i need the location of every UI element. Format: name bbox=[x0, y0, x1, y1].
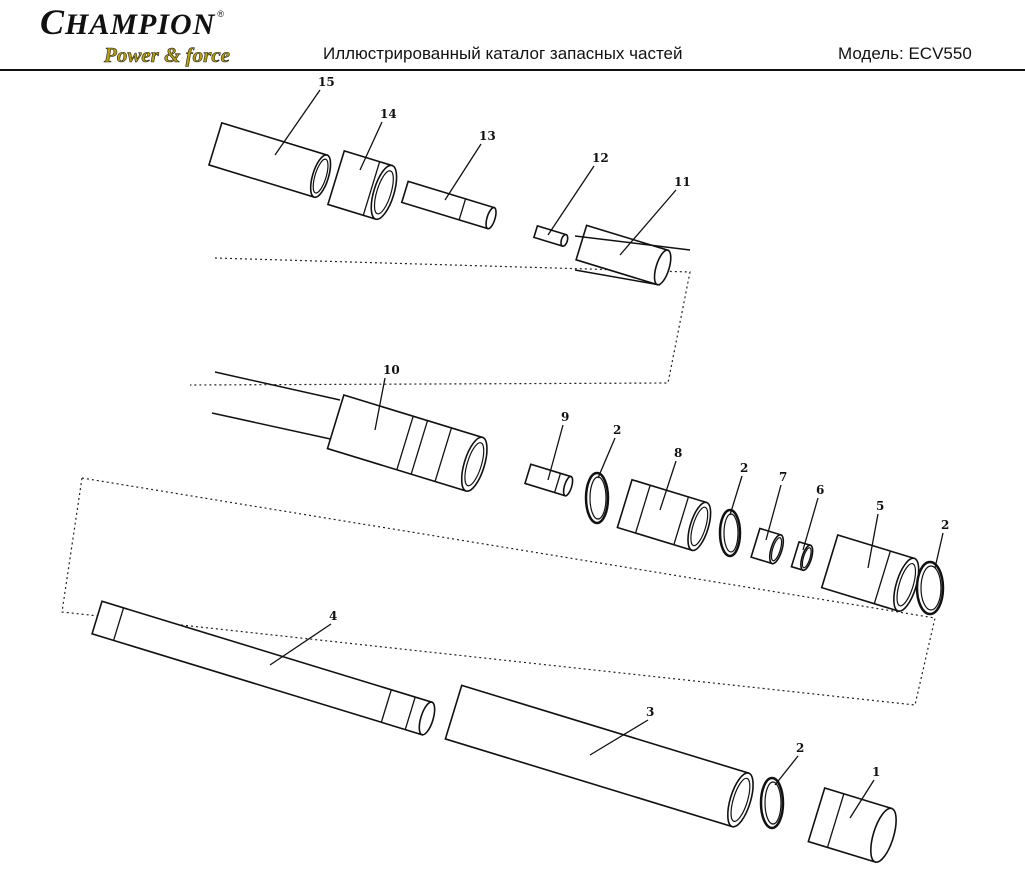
callout-number: 3 bbox=[646, 705, 654, 719]
callout-number: 7 bbox=[779, 470, 787, 484]
callout-leader bbox=[374, 377, 386, 431]
callout-leader bbox=[269, 623, 332, 666]
callout-number: 11 bbox=[674, 175, 691, 189]
callout-number: 12 bbox=[592, 151, 609, 165]
group-frame-upper bbox=[189, 257, 691, 386]
callout-leader bbox=[597, 437, 616, 479]
callout-leader bbox=[444, 143, 482, 201]
callout-number: 13 bbox=[479, 129, 496, 143]
callout-leader bbox=[867, 513, 879, 569]
callout-leader bbox=[849, 779, 875, 819]
hose-line bbox=[574, 235, 691, 251]
callout-number: 6 bbox=[816, 483, 824, 497]
callout-leader bbox=[589, 719, 649, 756]
logo-tagline: Power & force bbox=[104, 43, 231, 68]
callout-leader bbox=[359, 121, 383, 171]
callout-leader bbox=[659, 460, 677, 511]
callout-number: 2 bbox=[740, 461, 748, 475]
part-7-bearing bbox=[750, 527, 785, 565]
callout-number: 1 bbox=[872, 765, 880, 779]
callout-number: 8 bbox=[674, 446, 682, 460]
callout-number: 9 bbox=[561, 410, 569, 424]
part-14-coupling bbox=[326, 149, 398, 221]
callout-leader bbox=[802, 497, 819, 551]
callout-number: 10 bbox=[383, 363, 400, 377]
callout-number: 2 bbox=[613, 423, 621, 437]
part-2-o-ring bbox=[584, 471, 610, 525]
callout-number: 14 bbox=[380, 107, 397, 121]
logo-brand: CHAMPION bbox=[40, 2, 216, 42]
callout-number: 5 bbox=[876, 499, 884, 513]
part-6-washer bbox=[790, 540, 814, 572]
champion-logo: CHAMPION ® Power & force bbox=[40, 2, 280, 68]
part-4-shaft bbox=[91, 600, 436, 736]
callout-leader bbox=[774, 755, 799, 786]
callout-leader bbox=[274, 89, 321, 156]
callout-leader bbox=[934, 532, 944, 569]
hose-line bbox=[574, 269, 661, 286]
part-2-o-ring bbox=[759, 776, 785, 830]
part-10-hose-coupling bbox=[326, 394, 488, 492]
callout-number: 2 bbox=[941, 518, 949, 532]
part-12-shaft-end bbox=[532, 224, 569, 248]
callout-number: 2 bbox=[796, 741, 804, 755]
logo-brand-row: CHAMPION ® bbox=[40, 2, 225, 42]
hose-line bbox=[214, 371, 341, 401]
catalog-title: Иллюстрированный каталог запасных частей bbox=[323, 44, 683, 63]
part-5-sleeve bbox=[820, 534, 920, 612]
part-13-connector bbox=[400, 180, 497, 230]
part-11-hose bbox=[575, 224, 672, 286]
header-divider bbox=[0, 69, 1025, 71]
part-2-o-ring bbox=[915, 560, 945, 616]
hose-line bbox=[211, 412, 336, 441]
part-8-bearing-housing bbox=[616, 478, 712, 552]
callout-leader bbox=[765, 484, 782, 541]
callout-leader bbox=[729, 475, 743, 516]
callout-leader bbox=[547, 165, 595, 236]
part-2-o-ring bbox=[718, 508, 742, 558]
registered-mark: ® bbox=[217, 9, 225, 19]
part-1-tip bbox=[807, 786, 897, 864]
part-9-pin bbox=[523, 463, 574, 497]
part-3-housing-tube bbox=[444, 684, 754, 828]
callout-number: 15 bbox=[318, 75, 335, 89]
group-frame-lower bbox=[61, 477, 936, 706]
callout-number: 4 bbox=[329, 609, 337, 623]
callout-leader bbox=[547, 424, 564, 481]
part-15-outer-tube bbox=[207, 121, 332, 199]
model-label: Модель: ECV550 bbox=[838, 44, 972, 63]
callout-leader bbox=[619, 189, 677, 256]
